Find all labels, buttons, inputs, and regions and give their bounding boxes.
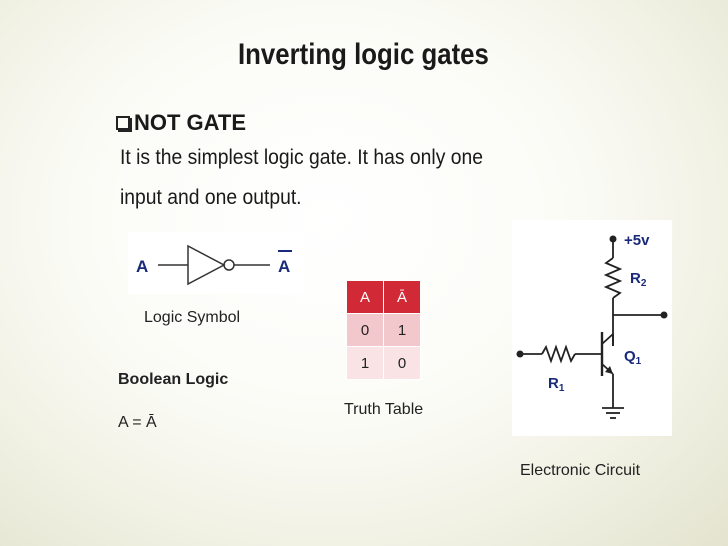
slide-title: Inverting logic gates	[237, 38, 489, 71]
logic-input-label: A	[136, 257, 148, 276]
truth-table-caption: Truth Table	[344, 401, 424, 418]
description-line-2: input and one output.	[120, 186, 302, 209]
r2-label: R2	[630, 270, 647, 289]
truth-table: A Ā 0 1 1 0	[346, 280, 421, 380]
supply-voltage-label: +5v	[624, 232, 650, 249]
truth-table-header-row: A Ā	[346, 280, 421, 314]
boolean-expression: A = Ā	[118, 414, 157, 431]
r1-label: R1	[548, 375, 565, 394]
resistor-r1	[541, 344, 576, 364]
truth-table-cell: 0	[383, 346, 421, 380]
truth-table-cell: 1	[346, 346, 384, 380]
truth-table-cell: 0	[346, 313, 384, 347]
transistor-circuit-diagram: +5v R2 Q1 R1	[516, 232, 668, 419]
logic-symbol-panel: A A	[128, 232, 304, 294]
not-gate-symbol: A A	[136, 244, 292, 286]
description-line-1: It is the simplest logic gate. It has on…	[120, 146, 483, 169]
resistor-r2	[603, 257, 623, 299]
logic-symbol-caption: Logic Symbol	[144, 309, 241, 326]
truth-table-cell: 1	[383, 313, 421, 347]
truth-table-row: 0 1	[346, 313, 421, 347]
bullet-heading-label: NOT GATE	[134, 110, 247, 135]
bullet-heading: NOT GATE	[116, 110, 246, 136]
logic-output-label: A	[278, 257, 290, 276]
electronic-circuit-caption: Electronic Circuit	[520, 462, 641, 479]
electronic-circuit-panel: +5v R2 Q1 R1	[512, 220, 672, 436]
boolean-logic-heading: Boolean Logic	[118, 371, 229, 388]
truth-table-row: 1 0	[346, 346, 421, 380]
q1-label: Q1	[624, 348, 642, 367]
truth-table-header-cell: A	[346, 280, 384, 314]
checkbox-bullet-icon	[116, 116, 130, 130]
truth-table-header-cell: Ā	[383, 280, 421, 314]
